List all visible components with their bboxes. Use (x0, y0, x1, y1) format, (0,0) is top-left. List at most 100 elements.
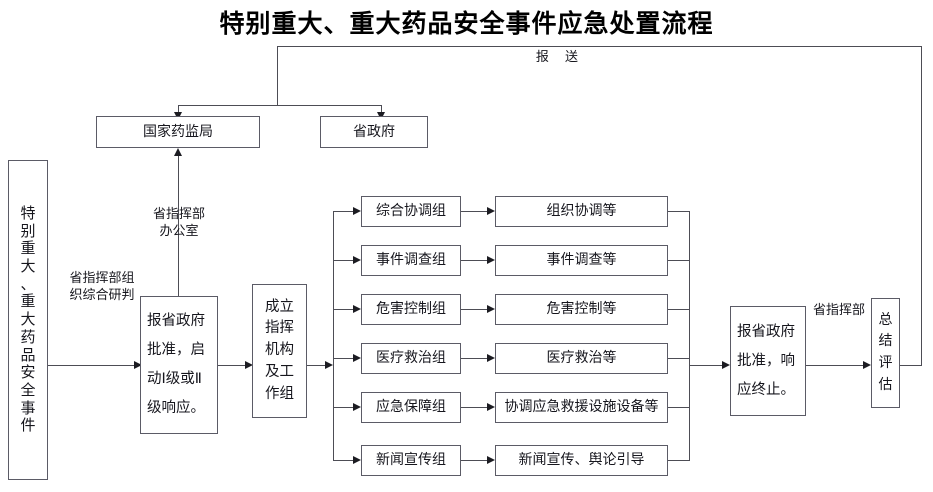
box-provincial-government-label: 省政府 (353, 123, 395, 140)
group-to-duty-line-4 (461, 407, 490, 408)
distributor-branch-3 (333, 358, 356, 359)
distributor-branch-2 (333, 309, 356, 310)
source-char-11: 事 (20, 398, 36, 417)
box-group-2[interactable]: 危害控制组 (361, 294, 461, 325)
group-to-duty-arrow-3 (487, 354, 495, 362)
box-summary-evaluation[interactable]: 总 结 评 估 (871, 298, 900, 408)
group-to-duty-line-3 (461, 358, 490, 359)
group-to-duty-line-2 (461, 309, 490, 310)
terminate-to-summary-line (806, 365, 866, 366)
source-char-3: 大 (20, 257, 36, 276)
report-bus-top-line (277, 46, 922, 47)
approve-to-nmpa-line (178, 155, 179, 297)
box-national-drug-admin[interactable]: 国家药监局 (96, 116, 260, 148)
establish-to-distributor-head (325, 361, 333, 369)
duty-collector-spine (689, 211, 690, 461)
box-duty-5-label: 新闻宣传、舆论引导 (518, 452, 645, 469)
source-char-0: 特 (20, 204, 36, 223)
distributor-arrow-4 (353, 403, 361, 411)
terminate-to-summary-head (863, 361, 871, 369)
box-provincial-government[interactable]: 省政府 (320, 116, 428, 148)
box-group-4[interactable]: 应急保障组 (361, 392, 461, 423)
box-group-0[interactable]: 综合协调组 (361, 196, 461, 227)
group-to-duty-arrow-4 (487, 403, 495, 411)
arrow-to-province-line (381, 105, 382, 114)
box-group-1-label: 事件调查组 (376, 252, 446, 269)
box-duty-3[interactable]: 医疗救治等 (495, 343, 668, 374)
box-terminate-response-label: 报省政府批准，响应终止。 (737, 323, 795, 398)
group-to-duty-line-5 (461, 460, 490, 461)
collector-to-terminate-line (689, 365, 725, 366)
establish-line-1: 指挥 (265, 320, 294, 337)
box-duty-3-label: 医疗救治等 (546, 350, 617, 367)
duty-to-collector-line-0 (668, 211, 690, 212)
box-duty-4[interactable]: 协调应急救援设施设备等 (495, 392, 668, 423)
source-char-9: 安 (20, 363, 36, 382)
source-char-2: 重 (20, 239, 36, 258)
box-group-1[interactable]: 事件调查组 (361, 245, 461, 276)
box-group-5-label: 新闻宣传组 (376, 452, 446, 469)
duty-to-collector-line-5 (668, 460, 690, 461)
box-duty-4-label: 协调应急救援设施设备等 (504, 399, 659, 416)
summary-char-0: 总 (878, 311, 893, 328)
box-duty-0[interactable]: 组织协调等 (495, 196, 668, 227)
summary-char-2: 评 (878, 355, 893, 371)
summary-char-1: 结 (878, 333, 893, 350)
box-duty-1-label: 事件调查等 (546, 252, 617, 269)
distributor-branch-0 (333, 211, 356, 212)
box-group-4-label: 应急保障组 (376, 399, 446, 416)
edge-label-comprehensive-judgement: 省指挥部组 织综合研判 (69, 271, 135, 303)
box-approve-start-response-label: 报省政府批准，启动Ⅰ级或Ⅱ级响应。 (147, 313, 205, 416)
report-label: 报 送 (535, 50, 585, 65)
duty-to-collector-line-4 (668, 407, 690, 408)
box-duty-5[interactable]: 新闻宣传、舆论引导 (495, 445, 668, 476)
box-group-3-label: 医疗救治组 (376, 350, 446, 367)
source-char-1: 别 (20, 221, 36, 240)
approve-to-establish-head (245, 361, 253, 369)
box-duty-2-label: 危害控制等 (546, 301, 617, 318)
source-char-7: 药 (20, 327, 36, 346)
box-national-drug-admin-label: 国家药监局 (143, 123, 213, 140)
group-to-duty-arrow-1 (487, 256, 495, 264)
edge-label-provincial-office: 省指挥部 办公室 (152, 207, 205, 239)
distributor-branch-4 (333, 407, 356, 408)
box-approve-start-response[interactable]: 报省政府批准，启动Ⅰ级或Ⅱ级响应。 (140, 296, 218, 434)
group-to-duty-arrow-2 (487, 305, 495, 313)
box-terminate-response[interactable]: 报省政府批准，响应终止。 (730, 306, 806, 416)
establish-to-distributor-line (307, 365, 328, 366)
source-char-10: 全 (20, 380, 36, 399)
establish-line-0: 成立 (265, 298, 294, 315)
establish-line-4: 作组 (265, 385, 294, 402)
distributor-arrow-0 (353, 207, 361, 215)
box-establish-command-structure[interactable]: 成立 指挥 机构 及工 作组 (252, 284, 307, 418)
group-to-duty-arrow-5 (487, 456, 495, 464)
source-to-approve-head (134, 361, 142, 369)
duty-to-collector-line-1 (668, 260, 690, 261)
distributor-branch-1 (333, 260, 356, 261)
approve-to-nmpa-head (174, 148, 182, 156)
edge-label-provincial-command: 省指挥部 (812, 303, 865, 318)
box-major-drug-safety-incident[interactable]: 特 别 重 大 、 重 大 药 品 安 全 事 件 (8, 160, 48, 480)
source-char-12: 件 (20, 416, 36, 435)
box-group-5[interactable]: 新闻宣传组 (361, 445, 461, 476)
box-group-2-label: 危害控制组 (376, 301, 446, 318)
establish-line-3: 及工 (265, 363, 294, 380)
duty-to-collector-line-2 (668, 309, 690, 310)
source-char-6: 大 (20, 310, 36, 329)
distributor-arrow-2 (353, 305, 361, 313)
summary-char-3: 估 (878, 376, 893, 393)
duty-to-collector-line-3 (668, 358, 690, 359)
distributor-arrow-3 (353, 354, 361, 362)
source-char-8: 品 (20, 345, 36, 364)
group-to-duty-line-1 (461, 260, 490, 261)
distributor-arrow-5 (353, 456, 361, 464)
approve-to-establish-line (218, 365, 249, 366)
box-duty-1[interactable]: 事件调查等 (495, 245, 668, 276)
box-duty-2[interactable]: 危害控制等 (495, 294, 668, 325)
box-group-3[interactable]: 医疗救治组 (361, 343, 461, 374)
box-duty-0-label: 组织协调等 (546, 203, 617, 220)
source-to-approve-line (48, 365, 137, 366)
group-distributor-spine (333, 211, 334, 461)
collector-to-terminate-head (722, 361, 730, 369)
